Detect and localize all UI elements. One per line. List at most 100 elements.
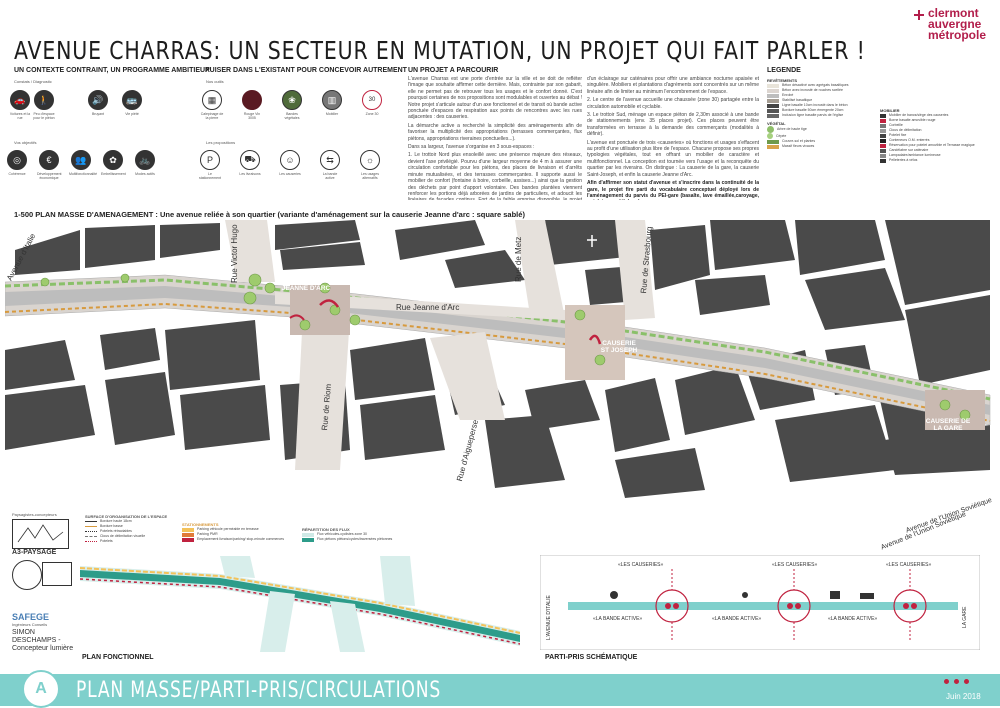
- partner-sub: Ingénieurs Conseils: [12, 622, 48, 627]
- goal-item: €Développement économique: [37, 150, 62, 180]
- plus-icon: [914, 10, 924, 20]
- legend-item: Flux piétons piétons/cycles/traversées p…: [302, 537, 422, 542]
- delivery-icon: ⛟: [240, 150, 260, 170]
- logo-line-3: métropole: [928, 28, 987, 42]
- schema-diagram: [540, 555, 980, 650]
- legend-item: Ligne basalte 10cm incrusté dans le béto…: [767, 103, 875, 108]
- causerie-st-joseph-area: [565, 305, 625, 380]
- tool-item: ▦Calepinage de la pierre: [200, 90, 224, 120]
- legend-item: Clous de délimitation visuelle: [85, 534, 195, 539]
- projet-paragraph: La démarche active a recherché la simpli…: [408, 122, 582, 142]
- contexte-icons2: ◎Cohérence €Développement économique 👥Mu…: [5, 150, 157, 180]
- vegetal-heading: VÉGÉTAL: [767, 121, 786, 126]
- pedestrian-icon: 🚶: [34, 90, 54, 110]
- projet-paragraph: d'un éclairage sur caténaires pour offri…: [587, 76, 759, 95]
- bench-red: [289, 314, 305, 321]
- schema-bottom-label: «LA BANDE ACTIVE»: [828, 616, 878, 622]
- legend-item: Massif fleurs vivaces: [767, 144, 875, 149]
- legend-item: Cépée: [767, 133, 875, 139]
- goal-item: ✿Embellissement: [101, 150, 126, 180]
- legend-item: Potelets: [85, 539, 195, 544]
- schema-heading: PARTI-PRIS SCHÉMATIQUE: [545, 654, 638, 661]
- schema-right-label: LA GARE: [962, 606, 968, 628]
- legend-item: Parking PMR: [182, 532, 297, 537]
- footer-date: Juin 2018: [946, 692, 981, 701]
- firm-sub: Paysagistes-concepteurs: [12, 512, 57, 517]
- car-icon: 🚗: [10, 90, 30, 110]
- buildings: [5, 220, 990, 498]
- legend-item: Enrobé: [767, 93, 875, 98]
- contexte-icons1: 🚗Voitures et la rue 🚶Peu d'espace pour l…: [8, 90, 144, 120]
- legend-item: Pelleteries à vélos: [880, 158, 992, 163]
- schema-bottom-label: «LA BANDE ACTIVE»: [593, 616, 643, 622]
- page-title: AVENUE CHARRAS: UN SECTEUR EN MUTATION, …: [14, 36, 866, 65]
- label-rue-de-metz: Rue de Metz: [514, 236, 523, 282]
- tool-item: Rouge Vin 3005: [240, 90, 264, 120]
- prop-item: ☺Les causeries: [278, 150, 302, 180]
- fonctionnel-heading: PLAN FONCTIONNEL: [82, 654, 154, 661]
- legend-item: Béton avec incrusté de rouches scellée: [767, 88, 875, 93]
- mobilier-heading: MOBILIER: [880, 108, 900, 113]
- people-icon: 👥: [71, 150, 91, 170]
- legend-item: Conteneurs O.M. enterrés: [880, 138, 992, 143]
- projet-heading: UN PROJET A PARCOURIR: [408, 67, 499, 74]
- rue-de-strasbourg: [615, 220, 655, 320]
- a3-paysage-logo: [12, 519, 69, 549]
- plan-fonctionnel-map: [80, 556, 520, 652]
- legend-item: Corbeille: [880, 123, 992, 128]
- zone30-icon: 30: [362, 90, 382, 110]
- prop-item: ⇆La bande active: [318, 150, 342, 180]
- plan-masse-map: [5, 220, 995, 502]
- contexte-heading: UN CONTEXTE CONTRAINT, UN PROGRAMME AMBI…: [14, 67, 210, 74]
- alt-uses-icon: ☼: [360, 150, 380, 170]
- green-band: [5, 278, 991, 401]
- projet-paragraph: L'avenue est ponctuée de trois «causerie…: [587, 139, 759, 178]
- parking-icon: P: [200, 150, 220, 170]
- legend-item: Emplacement livraison/parking/ stop-minu…: [182, 537, 297, 542]
- firm-name: A3-PAYSAGE: [12, 549, 57, 556]
- puiser-sub2: Les propositions: [206, 140, 236, 145]
- euro-icon: €: [39, 150, 59, 170]
- projet-paragraph: L'avenue Charras est une porte d'entrée …: [408, 76, 582, 121]
- rue-de-metz: [515, 220, 565, 318]
- legend-item: Bordure basse: [85, 524, 195, 529]
- puiser-heading: PUISER DANS L'EXISTANT POUR CONCEVOIR AU…: [205, 67, 407, 74]
- legend-item: Lampadaire/ambiance lumineuse: [880, 153, 992, 158]
- legend-item: Couvre-sol et plantes: [767, 139, 875, 144]
- legend-item: Candélabre sur caténaire: [880, 148, 992, 153]
- schema-top-label: «LES CAUSERIES»: [772, 562, 818, 568]
- legend-item: Flux véhicules-cyclistes zone 30: [302, 532, 422, 537]
- projet-paragraph: Afin d'affirmer son statut d'avenue et s…: [587, 180, 759, 200]
- fonctionnel-legend-2: STATIONNEMENTS Parking véhicule perméabl…: [182, 522, 297, 542]
- fonctionnel-legend-1: SURFACE D'ORGANISATION DE L'ESPACE Bordu…: [85, 514, 195, 544]
- parking-band: [5, 302, 991, 422]
- projet-paragraph: Dans sa largeur, l'avenue s'organise en …: [408, 144, 535, 151]
- church-cross-icon: [587, 235, 597, 247]
- lighting-credit: SIMON DESCHAMPS - Concepteur lumière: [12, 629, 74, 652]
- legend-item: Parking véhicule perméable en terrasse: [182, 527, 297, 532]
- footer: A PLAN MASSE/PARTI-PRIS/CIRCULATIONS Jui…: [0, 664, 1000, 708]
- active-band-icon: ⇆: [320, 150, 340, 170]
- label-causerie-st-joseph: CAUSERIE ST JOSEPH: [600, 340, 638, 354]
- label-rue-jeanne-darc: Rue Jeanne d'Arc: [396, 303, 460, 312]
- tool-item: ▥Mobilier: [320, 90, 344, 120]
- logo-line-1: clermont: [928, 6, 979, 20]
- a3-tree-icon: [17, 524, 64, 543]
- roadway: [5, 286, 990, 415]
- flower-icon: ✿: [103, 150, 123, 170]
- trees: [40, 273, 971, 421]
- legend-item: Bordure haute 18cm: [85, 519, 195, 524]
- secondary-logo: [42, 562, 72, 586]
- goal-item: ◎Cohérence: [5, 150, 29, 180]
- plants-icon: ❀: [282, 90, 302, 110]
- chat-icon: ☺: [280, 150, 300, 170]
- partner-name: SAFEGE: [12, 612, 50, 622]
- stamp-logo: [12, 560, 42, 590]
- bench-red: [319, 299, 340, 308]
- causerie-gare-area: [925, 390, 985, 430]
- diag-item: 🔊Bruyant: [86, 90, 110, 120]
- projet-paragraph: 2. Le centre de l'avenue accueille une c…: [587, 97, 759, 110]
- label-rue-victor-hugo: Rue Victor Hugo: [230, 224, 239, 283]
